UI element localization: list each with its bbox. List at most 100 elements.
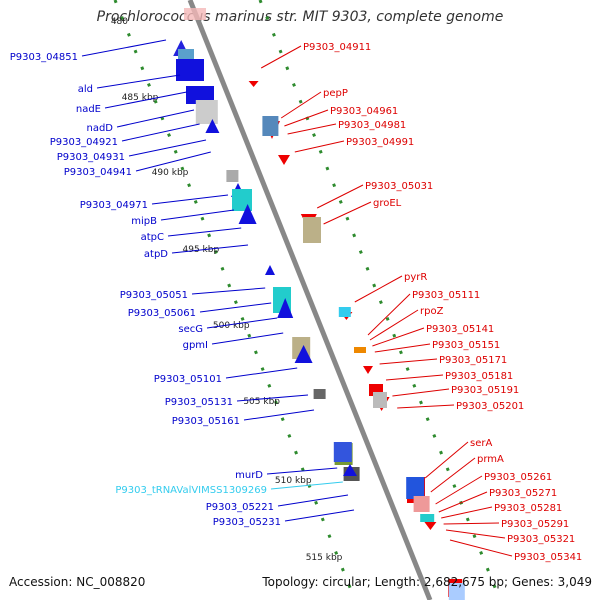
scale-tick-label: 510 kbp xyxy=(275,476,312,486)
forward-gene-label: P9303_04931 xyxy=(57,152,125,163)
forward-label-leader xyxy=(116,109,195,128)
forward-gene-label: mipB xyxy=(131,216,157,227)
forward-gene-label: P9303_05051 xyxy=(120,290,188,301)
reverse-label-leader xyxy=(443,522,500,525)
reverse-label-leader xyxy=(392,388,450,397)
reverse-gene-label: P9303_05151 xyxy=(432,340,500,351)
reverse-gene-label: P9303_04911 xyxy=(303,42,371,53)
forward-gene-label: P9303_05161 xyxy=(172,416,240,427)
reverse-label-leader xyxy=(354,275,403,303)
forward-gene-label: P9303_tRNAValVIMSS1309269 xyxy=(115,485,267,496)
forward-label-leader xyxy=(96,74,181,89)
reverse-label-leader xyxy=(323,201,372,225)
forward-gene-label: P9303_05061 xyxy=(128,308,196,319)
reverse-gene-label: P9303_05271 xyxy=(489,488,557,499)
reverse-label-leader xyxy=(369,309,419,341)
reverse-gene-label: pepP xyxy=(323,88,348,99)
forward-label-leader xyxy=(171,244,249,254)
topology-text: Topology: circular; Length: 2,682,675 bp… xyxy=(262,575,592,589)
forward-gene-mark xyxy=(176,59,204,81)
reverse-gene-label: P9303_05171 xyxy=(439,355,507,366)
forward-gene-mark xyxy=(265,265,275,275)
reverse-gene-mark xyxy=(363,366,373,374)
reverse-gene-mark xyxy=(373,392,387,408)
reverse-label-leader xyxy=(449,539,513,557)
reverse-label-leader xyxy=(260,45,302,69)
forward-gene-label: P9303_04921 xyxy=(50,137,118,148)
forward-gene-mark xyxy=(186,86,214,104)
forward-label-leader xyxy=(284,509,355,522)
reverse-gene-label: P9303_05341 xyxy=(514,552,582,563)
genome-backbone xyxy=(187,0,433,600)
forward-gene-label: P9303_05101 xyxy=(154,374,222,385)
reverse-gene-label: P9303_05111 xyxy=(412,290,480,301)
reverse-gene-mark xyxy=(354,347,366,353)
forward-label-leader xyxy=(266,467,338,475)
reverse-gene-label: serA xyxy=(470,438,492,449)
top-gene-mark xyxy=(184,8,206,20)
scale-tick-label: 485 kbp xyxy=(122,93,159,103)
forward-gene-label: nadE xyxy=(76,104,101,115)
forward-gene-label: ald xyxy=(78,84,93,95)
forward-gene-label: atpD xyxy=(144,249,168,260)
reverse-gene-label: pyrR xyxy=(404,272,427,283)
forward-gene-label: gpmI xyxy=(183,340,208,351)
accession-text: Accession: NC_008820 xyxy=(9,575,146,589)
forward-gene-mark xyxy=(205,119,220,133)
forward-label-leader xyxy=(191,287,266,295)
forward-gene-label: P9303_05231 xyxy=(213,517,281,528)
forward-gene-label: murD xyxy=(235,470,263,481)
reverse-label-leader xyxy=(445,529,506,539)
reverse-gene-mark xyxy=(338,307,351,317)
reverse-label-leader xyxy=(424,441,469,479)
forward-gene-mark xyxy=(294,345,313,363)
reverse-label-leader xyxy=(374,343,431,353)
forward-label-leader xyxy=(151,194,229,205)
forward-label-leader xyxy=(199,302,272,313)
reverse-label-leader xyxy=(316,184,364,209)
forward-label-leader xyxy=(211,332,284,345)
reverse-gene-label: prmA xyxy=(477,454,504,465)
reverse-gene-mark xyxy=(424,522,437,530)
forward-gene-mark xyxy=(343,464,357,476)
scale-tick-label: 500 kbp xyxy=(213,321,250,331)
forward-gene-label: secG xyxy=(178,324,203,335)
forward-label-leader xyxy=(121,123,200,142)
reverse-gene-label: P9303_05201 xyxy=(456,401,524,412)
scale-tick-label: 505 kbp xyxy=(243,397,280,407)
reverse-gene-label: P9303_04991 xyxy=(346,137,414,148)
reverse-gene-label: P9303_04961 xyxy=(330,106,398,117)
reverse-gene-label: P9303_05181 xyxy=(445,371,513,382)
forward-label-leader xyxy=(277,494,349,507)
reverse-gene-mark xyxy=(420,514,435,522)
scale-tick-label: 515 kbp xyxy=(306,553,343,563)
reverse-gene-label: P9303_05261 xyxy=(484,472,552,483)
reverse-gene-label: P9303_05281 xyxy=(494,503,562,514)
reverse-gene-mark xyxy=(406,477,425,499)
reverse-gene-label: groEL xyxy=(373,198,402,209)
forward-gene-label: P9303_04971 xyxy=(80,200,148,211)
forward-gene-mark xyxy=(238,204,257,224)
forward-gene-label: P9303_05131 xyxy=(165,397,233,408)
reverse-gene-mark xyxy=(413,496,430,512)
forward-gene-mark xyxy=(226,170,239,182)
reverse-gene-label: P9303_05141 xyxy=(426,324,494,335)
reverse-label-leader xyxy=(397,404,455,409)
reverse-label-leader xyxy=(430,457,476,493)
scale-tick-label: 480 xyxy=(111,17,128,27)
forward-gene-label: P9303_05221 xyxy=(206,502,274,513)
forward-gene-label: P9303_04941 xyxy=(64,167,132,178)
reverse-label-leader xyxy=(287,123,337,135)
forward-label-leader xyxy=(160,209,235,221)
reverse-label-leader xyxy=(435,475,483,505)
forward-gene-mark xyxy=(195,100,218,124)
reverse-label-leader xyxy=(372,327,425,347)
forward-gene-label: atpC xyxy=(141,232,164,243)
reverse-gene-label: P9303_05291 xyxy=(501,519,569,530)
forward-label-leader xyxy=(104,91,187,109)
reverse-gene-mark xyxy=(248,81,259,87)
reverse-gene-mark xyxy=(262,116,279,136)
forward-gene-label: P9303_04851 xyxy=(10,52,78,63)
reverse-label-leader xyxy=(379,358,438,365)
forward-label-leader xyxy=(236,394,309,402)
